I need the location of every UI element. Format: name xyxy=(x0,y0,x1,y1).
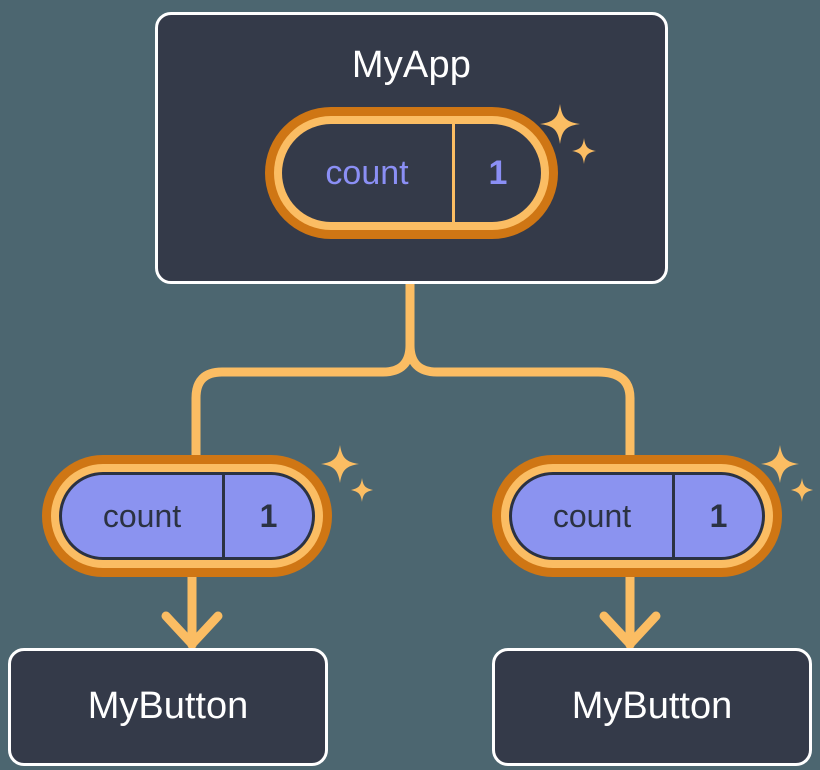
state-pill-inner-ring: count 1 xyxy=(51,464,323,568)
state-key-label: count xyxy=(552,497,632,534)
state-pill-core: count 1 xyxy=(509,472,765,560)
node-title: MyButton xyxy=(571,685,733,727)
node-title: MyButton xyxy=(87,685,249,727)
page-title: MyApp xyxy=(351,44,472,86)
state-pill-inner-ring: count 1 xyxy=(501,464,773,568)
state-pill-child-left[interactable]: count 1 xyxy=(42,455,332,577)
arrow-down-icon xyxy=(161,567,223,650)
state-pill-inner-ring: count 1 xyxy=(274,116,549,230)
state-key-label: count xyxy=(325,153,409,192)
state-pill-core: count 1 xyxy=(282,124,541,222)
state-pill-core: count 1 xyxy=(59,472,315,560)
arrow-down-icon xyxy=(599,567,661,650)
state-value-label: 1 xyxy=(672,475,762,557)
component-node-mybutton-right[interactable]: MyButton xyxy=(492,648,812,766)
branch-connector xyxy=(405,279,635,475)
component-node-mybutton-left[interactable]: MyButton xyxy=(8,648,328,766)
state-value-label: 1 xyxy=(222,475,312,557)
state-pill-child-right[interactable]: count 1 xyxy=(492,455,782,577)
branch-connector xyxy=(191,279,415,475)
state-key-label: count xyxy=(102,497,182,534)
state-value-label: 1 xyxy=(452,124,541,222)
state-pill-root[interactable]: count 1 xyxy=(265,107,558,239)
